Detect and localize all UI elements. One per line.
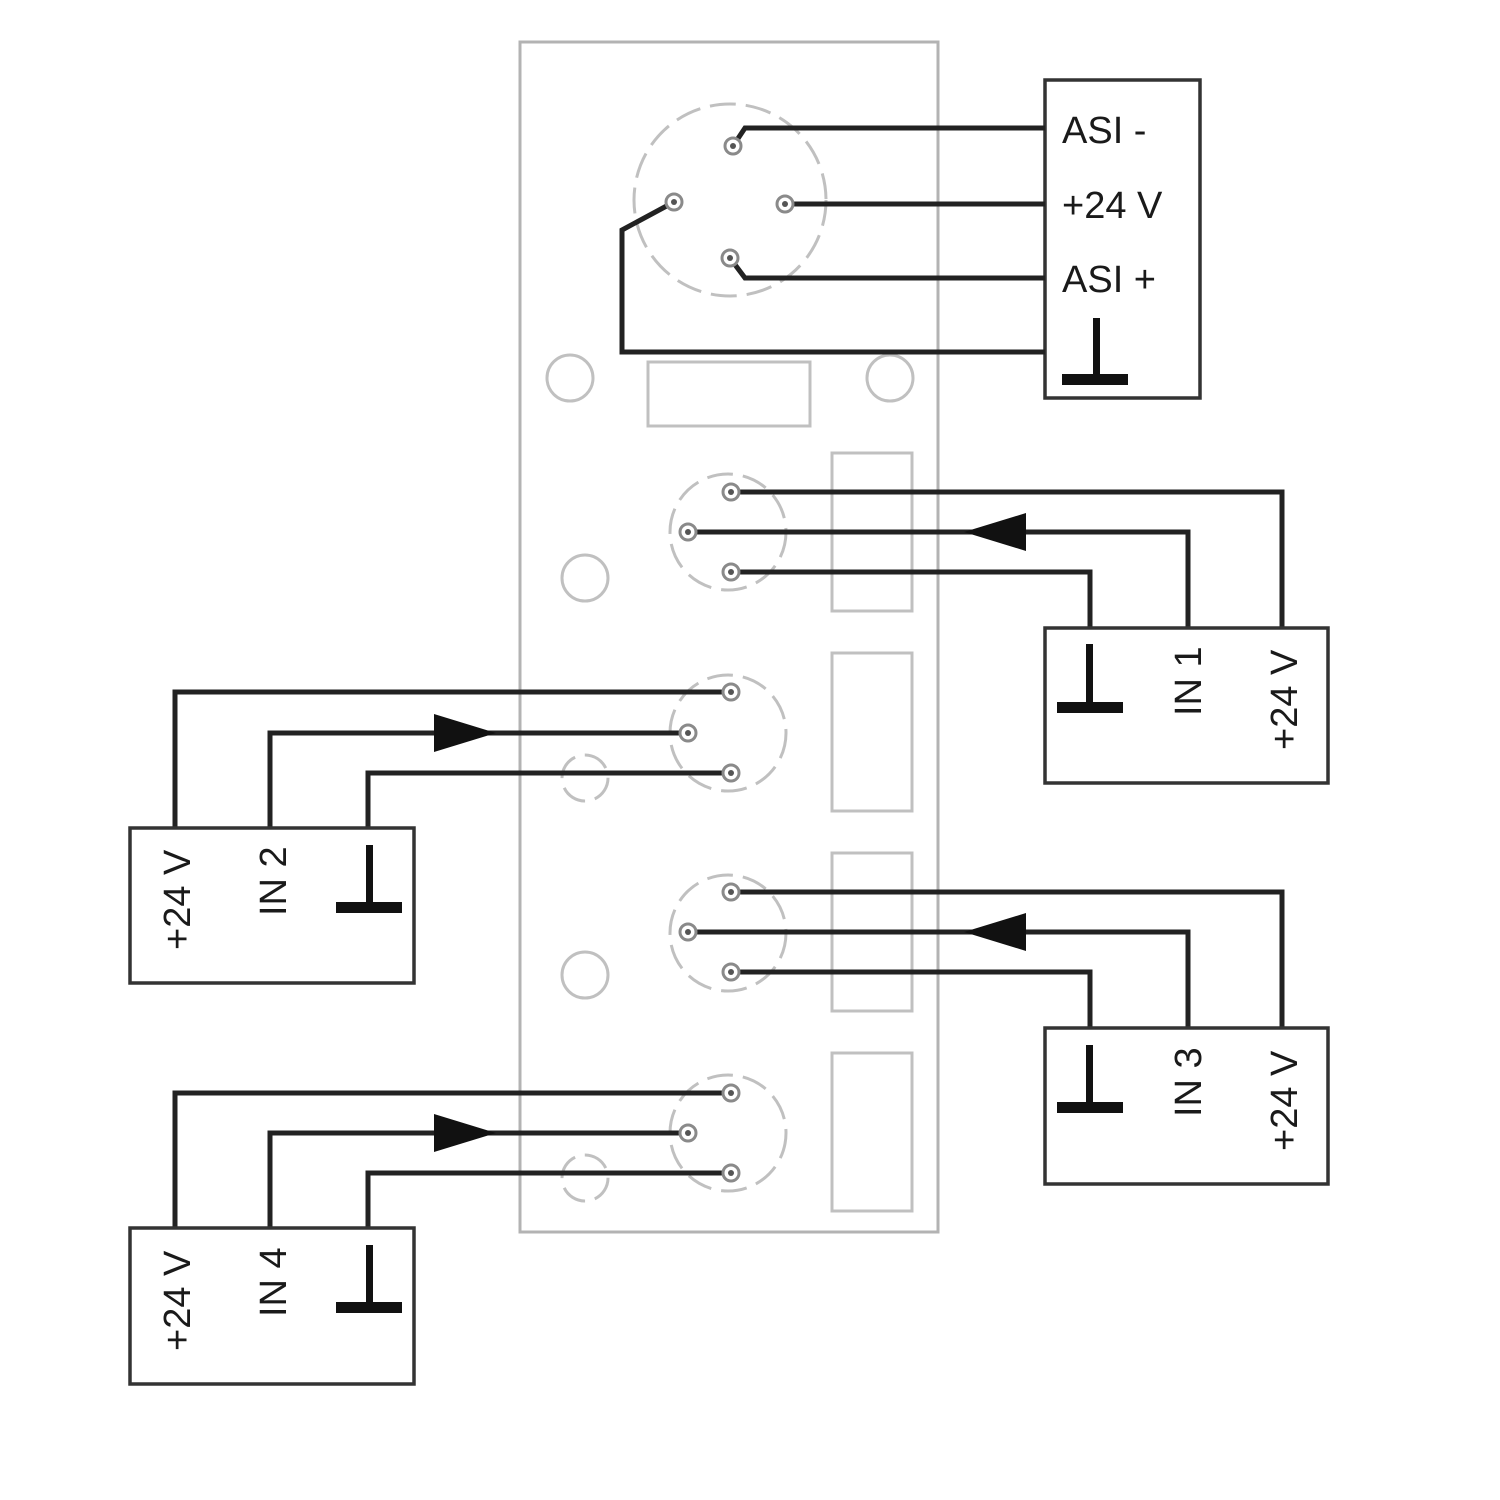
ground-icon (1057, 644, 1123, 713)
sensor-in1-24v-label: +24 V (1264, 649, 1306, 750)
asi-connector-pins (664, 136, 795, 268)
asi-minus-label: ASI - (1062, 110, 1146, 152)
ground-icon (1062, 318, 1128, 385)
ground-icon (1057, 1045, 1123, 1113)
ground-icon (336, 845, 402, 913)
module-housing (518, 40, 940, 1234)
sensor-in3-24v-label: +24 V (1264, 1050, 1306, 1151)
sensor-in4-label: IN 4 (253, 1247, 295, 1317)
sensor-in2-24v-label: +24 V (157, 849, 199, 950)
sensor-in4: +24 V IN 4 (128, 1083, 741, 1386)
asi-plus-label: ASI + (1062, 259, 1156, 301)
asi-24v-label: +24 V (1062, 185, 1163, 227)
sensor-in1-label: IN 1 (1168, 646, 1210, 716)
signal-arrow-in4 (434, 1114, 496, 1152)
sensor-in2: +24 V IN 2 (128, 682, 741, 985)
ground-icon (336, 1245, 402, 1313)
signal-arrow-in1 (964, 513, 1026, 551)
sensor-in3-label: IN 3 (1168, 1047, 1210, 1117)
signal-arrow-in3 (964, 913, 1026, 951)
sensor-in3: IN 3 +24 V (678, 882, 1330, 1186)
asi-terminal-box: ASI - +24 V ASI + (1043, 78, 1202, 400)
asi-wiring (619, 125, 1045, 355)
sensor-in4-24v-label: +24 V (157, 1250, 199, 1351)
signal-arrow-in2 (434, 714, 496, 752)
sensor-in2-label: IN 2 (253, 846, 295, 916)
sensor-in1: IN 1 +24 V (678, 482, 1330, 785)
